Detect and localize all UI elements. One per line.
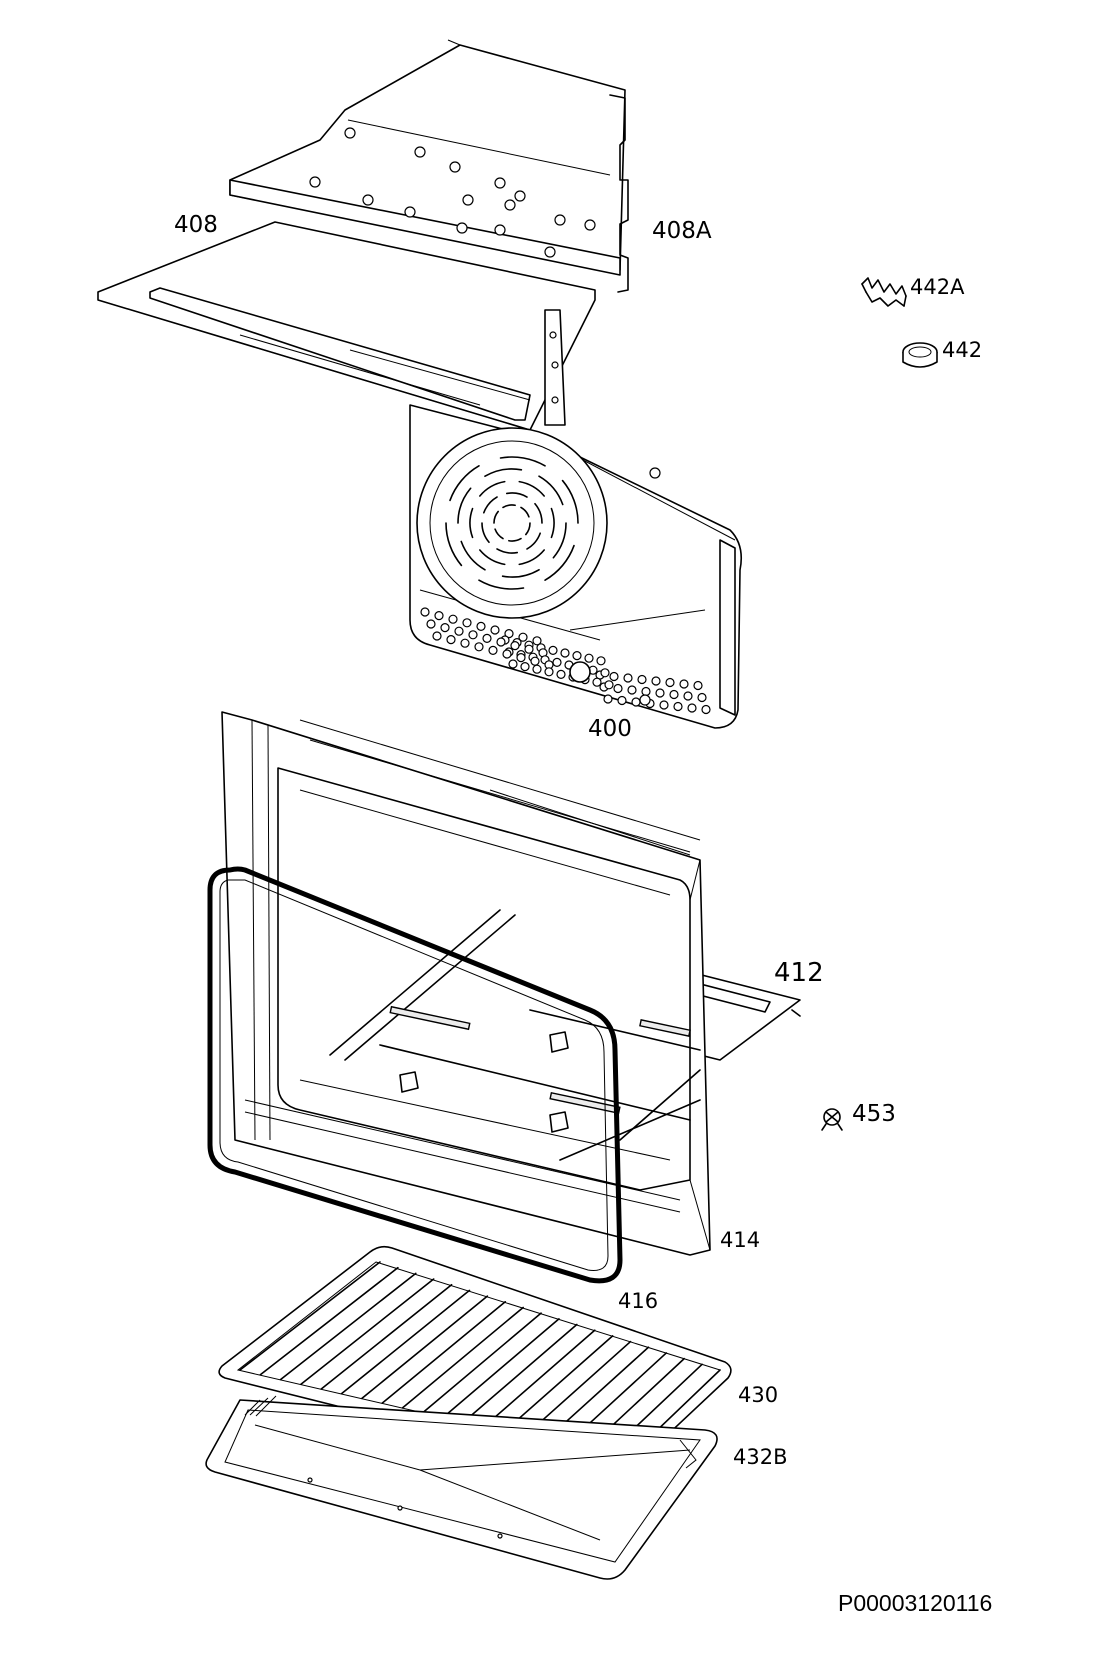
callout-408: 408 (174, 212, 218, 238)
callout-414: 414 (720, 1228, 761, 1252)
callout-416: 416 (618, 1289, 659, 1313)
inner-rails (244, 909, 701, 1213)
callout-442: 442 (942, 338, 983, 362)
callout-453: 453 (852, 1101, 896, 1127)
callout-442A: 442A (910, 275, 965, 299)
heat-shield-408A (229, 39, 629, 293)
clip-442A (861, 277, 907, 307)
screw-453 (821, 1108, 843, 1131)
shield-408 (97, 221, 596, 431)
callout-412: 412 (774, 958, 824, 988)
fan-cover-400 (409, 404, 743, 729)
callout-430: 430 (738, 1383, 779, 1407)
callout-400: 400 (588, 716, 632, 742)
filter-442 (902, 342, 938, 368)
door-seal-416 (207, 866, 623, 1284)
oven-frame-414 (221, 711, 711, 1256)
drawing-code: P00003120116 (838, 1590, 993, 1616)
side-strip (544, 309, 566, 426)
callout-432B: 432B (733, 1445, 788, 1469)
callout-408A: 408A (652, 218, 712, 244)
baking-tray-432B (205, 1395, 718, 1580)
